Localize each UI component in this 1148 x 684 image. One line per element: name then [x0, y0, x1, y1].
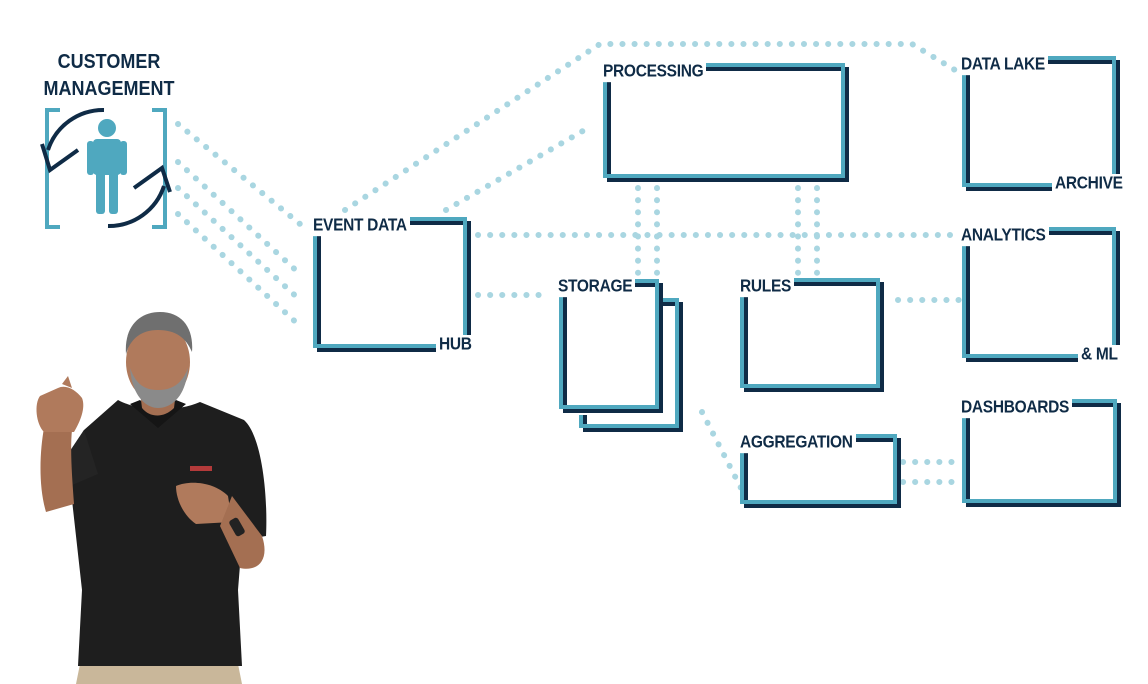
event-data-label: EVENT DATA [310, 216, 410, 237]
title-line-1: CUSTOMER [57, 50, 161, 73]
archive-label: ARCHIVE [1052, 174, 1126, 195]
data-lake-label: DATA LAKE [958, 55, 1048, 76]
person-cycle-icon [40, 104, 172, 233]
data-lake-box [962, 56, 1120, 191]
connector-customer-to-event-1 [175, 121, 303, 227]
ml-label: & ML [1078, 345, 1121, 366]
processing-label: PROCESSING [600, 62, 707, 83]
hub-label: HUB [436, 335, 475, 356]
connector-storage-to-aggregation [699, 409, 745, 493]
connector-customer-to-event-4 [175, 211, 303, 329]
event-data-hub-box [313, 217, 471, 352]
customer-management-title: CUSTOMER MANAGEMENT [34, 48, 184, 102]
aggregation-label: AGGREGATION [737, 433, 856, 454]
storage-label: STORAGE [555, 277, 636, 298]
connector-customer-to-event-2 [175, 159, 303, 277]
analytics-label: ANALYTICS [958, 226, 1049, 247]
connector-event-to-processing-1 [342, 41, 958, 213]
rules-label: RULES [737, 277, 795, 298]
storage-box [557, 279, 683, 432]
rules-box [740, 278, 884, 392]
connectors [175, 41, 963, 493]
analytics-box [962, 227, 1120, 362]
title-line-2: MANAGEMENT [43, 77, 175, 100]
connector-event-to-processing-2 [443, 125, 591, 213]
dashboards-label: DASHBOARDS [958, 398, 1073, 419]
connector-customer-to-event-3 [175, 185, 303, 303]
processing-box [603, 63, 849, 182]
presenter-photo [36, 312, 267, 684]
